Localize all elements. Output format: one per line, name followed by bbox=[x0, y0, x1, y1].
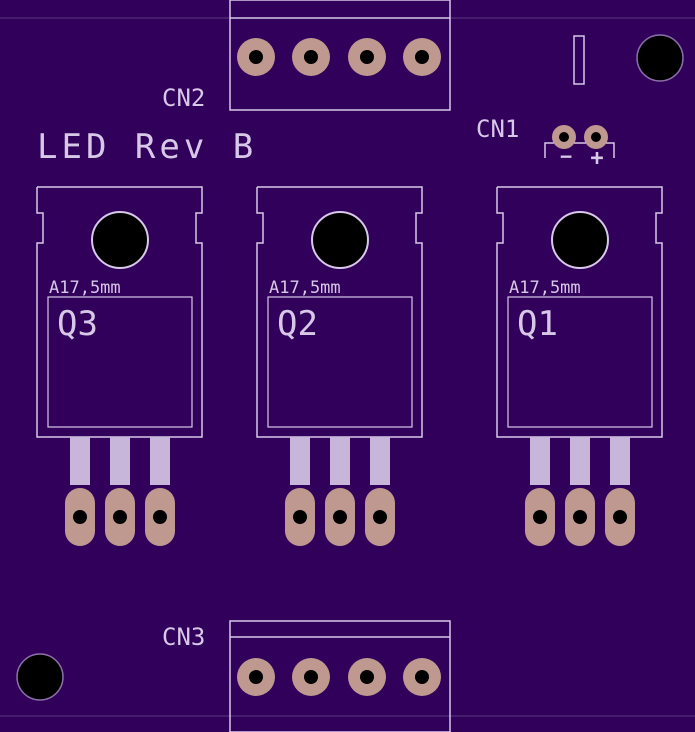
transistor-q3-lead-1 bbox=[70, 437, 90, 485]
connector-cn2-body bbox=[229, 0, 451, 111]
transistor-q3-drill-3 bbox=[153, 510, 167, 524]
transistor-q1-drill-1 bbox=[533, 510, 547, 524]
transistor-q1-drill-3 bbox=[613, 510, 627, 524]
connector-cn3-drill-2 bbox=[304, 670, 318, 684]
connector-cn1: CN1 − + bbox=[476, 35, 615, 171]
transistor-q1-lead-3 bbox=[610, 437, 630, 485]
connector-cn3-pads bbox=[237, 658, 441, 696]
mounting-hole-top-right bbox=[636, 34, 684, 82]
connector-cn1-label: CN1 bbox=[476, 115, 519, 143]
transistor-q2-lead-3 bbox=[370, 437, 390, 485]
cn1-indicator-mark bbox=[573, 35, 585, 85]
connector-cn2-drill-4 bbox=[415, 50, 429, 64]
transistor-q1-heatsink-label: A17,5mm bbox=[509, 278, 581, 298]
transistor-q1-body bbox=[507, 296, 653, 428]
cn1-plus-label: + bbox=[590, 146, 603, 171]
transistor-q1-ref-label: Q1 bbox=[517, 304, 558, 344]
connector-cn3-label: CN3 bbox=[162, 623, 205, 651]
connector-cn2-drill-3 bbox=[360, 50, 374, 64]
connector-cn2: CN2 bbox=[162, 0, 451, 112]
transistor-q3-mounting-hole bbox=[91, 211, 149, 269]
transistor-q2-lead-1 bbox=[290, 437, 310, 485]
transistor-q3-heatsink-label: A17,5mm bbox=[49, 278, 121, 298]
connector-cn3-body bbox=[229, 620, 451, 732]
transistor-q3-ref-label: Q3 bbox=[57, 304, 98, 344]
connector-cn2-label: CN2 bbox=[162, 84, 205, 112]
transistor-q2-drill-3 bbox=[373, 510, 387, 524]
transistor-q1-mounting-hole bbox=[551, 211, 609, 269]
transistor-q3-lead-3 bbox=[150, 437, 170, 485]
transistor-q2-outline bbox=[256, 186, 423, 438]
cn1-drill-minus bbox=[559, 132, 569, 142]
transistor-q3-drill-2 bbox=[113, 510, 127, 524]
connector-cn3-drill-4 bbox=[415, 670, 429, 684]
connector-cn2-pads bbox=[237, 38, 441, 76]
connector-cn2-drill-1 bbox=[249, 50, 263, 64]
connector-cn3-drill-3 bbox=[360, 670, 374, 684]
cn1-drill-plus bbox=[591, 132, 601, 142]
transistor-q2-lead-2 bbox=[330, 437, 350, 485]
transistor-q2-heatsink-label: A17,5mm bbox=[269, 278, 341, 298]
transistor-q2-body bbox=[267, 296, 413, 428]
transistor-q2-drill-1 bbox=[293, 510, 307, 524]
transistor-q1-outline bbox=[496, 186, 663, 438]
transistor-q3-outline bbox=[36, 186, 203, 438]
transistor-q2-drill-2 bbox=[333, 510, 347, 524]
transistor-q3-body bbox=[47, 296, 193, 428]
cn1-outline bbox=[544, 142, 615, 158]
cn1-minus-label: − bbox=[560, 144, 572, 168]
connector-cn3: CN3 bbox=[162, 620, 451, 732]
transistor-q1-lead-1 bbox=[530, 437, 550, 485]
transistor-q1-drill-2 bbox=[573, 510, 587, 524]
board-title: LED Rev B bbox=[37, 127, 257, 167]
connector-cn3-drill-1 bbox=[249, 670, 263, 684]
transistor-q2-ref-label: Q2 bbox=[277, 304, 318, 344]
connector-cn2-drill-2 bbox=[304, 50, 318, 64]
mounting-hole-bottom-left bbox=[16, 653, 64, 701]
transistor-q1-lead-2 bbox=[570, 437, 590, 485]
transistor-q3-lead-2 bbox=[110, 437, 130, 485]
transistor-q3-drill-1 bbox=[73, 510, 87, 524]
transistor-q2-mounting-hole bbox=[311, 211, 369, 269]
